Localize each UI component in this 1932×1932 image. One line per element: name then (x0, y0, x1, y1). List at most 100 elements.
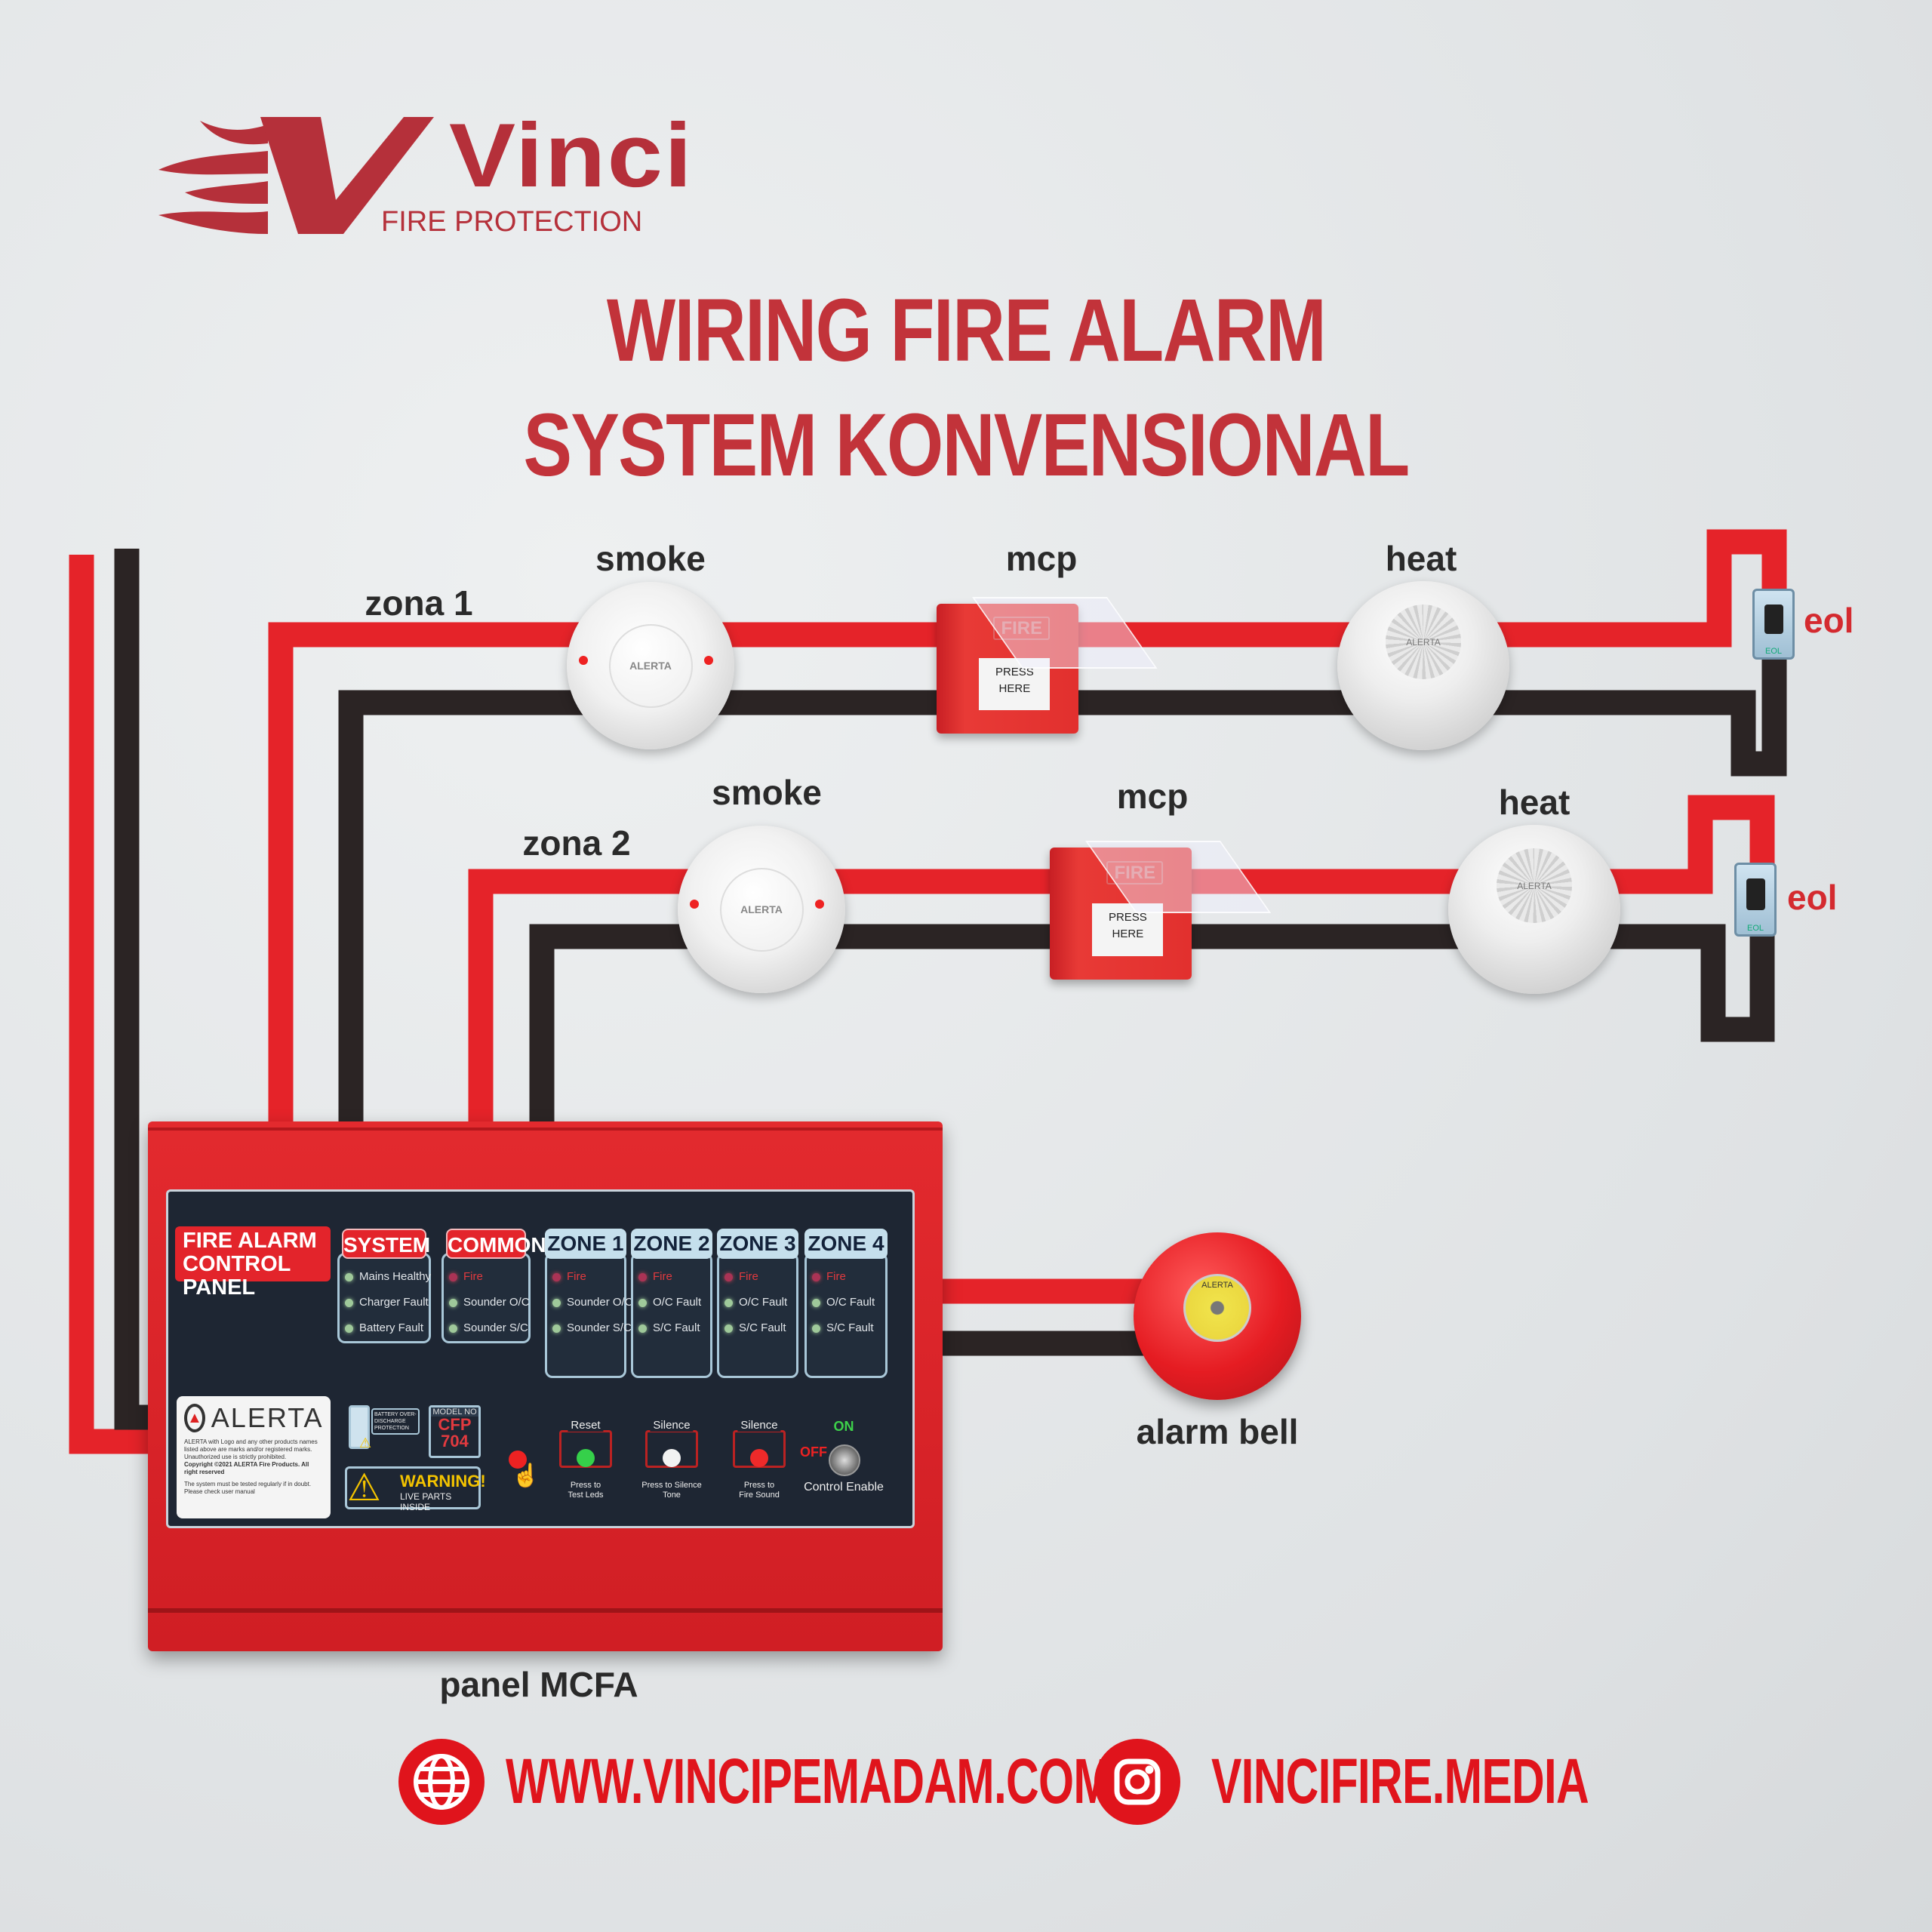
alerta-logo-icon: ▲ (184, 1404, 205, 1432)
indicator-led: Fire (552, 1270, 586, 1283)
indicator-label: O/C Fault (826, 1296, 875, 1309)
legal-text-2: Copyright ©2021 ALERTA Fire Products. Al… (184, 1461, 309, 1475)
led-icon (638, 1298, 647, 1307)
smoke-brand: ALERTA (719, 867, 804, 952)
smoke-detector: ALERTA (567, 582, 734, 749)
panel-button[interactable] (750, 1449, 768, 1467)
indicator-led: Fire (449, 1270, 483, 1283)
globe-icon[interactable] (398, 1739, 485, 1825)
mcp2-label: mcp (1116, 777, 1189, 816)
caution-icon: ⚠ (359, 1435, 372, 1451)
indicator-label: Charger Fault (359, 1296, 429, 1309)
indicator-label: Sounder S/C (463, 1321, 528, 1334)
indicator-led: Fire (724, 1270, 758, 1283)
heat-brand: ALERTA (1496, 848, 1573, 923)
bell-plate: ALERTA (1183, 1274, 1251, 1342)
led-icon (552, 1298, 561, 1307)
zona2-label: zona 2 (522, 823, 631, 863)
indicator-led: Charger Fault (345, 1296, 429, 1309)
indicator-led: Mains Healthy (345, 1270, 431, 1283)
control-enable-label: Control Enable (804, 1481, 884, 1494)
battery-protection-label: BATTERY OVER-DISCHARGE PROTECTION ⚠ (349, 1405, 421, 1454)
heat-detector: ALERTA (1448, 825, 1620, 994)
indicator-label: Fire (739, 1270, 758, 1283)
led-icon (812, 1298, 820, 1307)
led-icon (449, 1298, 457, 1307)
column-header: ZONE 1 (545, 1229, 626, 1259)
instagram-link[interactable]: VINCIFIRE.MEDIA (1211, 1746, 1589, 1817)
eol-resistor: EOL (1734, 863, 1777, 937)
alerta-brand: ALERTA (211, 1402, 324, 1433)
indicator-label: Fire (653, 1270, 672, 1283)
led-icon (638, 1324, 647, 1333)
indicator-led: S/C Fault (638, 1321, 700, 1334)
indicator-led: Sounder O/C (449, 1296, 530, 1309)
smoke-brand: ALERTA (608, 623, 693, 708)
indicator-led: O/C Fault (724, 1296, 787, 1309)
indicator-led: Battery Fault (345, 1321, 423, 1334)
heat2-label: heat (1498, 783, 1571, 822)
battery-icon (349, 1405, 370, 1449)
eol-tag: EOL (1764, 647, 1782, 656)
panel-button[interactable] (663, 1449, 681, 1467)
led-icon (812, 1272, 820, 1281)
mcp-fire-text: FIRE (1106, 860, 1164, 884)
wire-zona1-negative (338, 657, 1787, 1124)
control-enable-key-switch[interactable] (829, 1444, 860, 1476)
indicator-label: O/C Fault (739, 1296, 788, 1309)
indicator-led: S/C Fault (724, 1321, 786, 1334)
button-hint-line2: Fire Sound (739, 1491, 780, 1500)
led-icon (345, 1298, 353, 1307)
logo-brand: Vinci (449, 105, 694, 206)
indicator-label: Mains Healthy (359, 1270, 432, 1283)
led-icon (552, 1324, 561, 1333)
button-label: Reset (568, 1419, 604, 1432)
led-icon (449, 1272, 457, 1281)
led-icon (638, 1272, 647, 1281)
panel-button[interactable] (577, 1449, 595, 1467)
button-hint-line2: Test Leds (568, 1491, 604, 1500)
led-icon (812, 1324, 820, 1333)
heat-brand: ALERTA (1385, 605, 1462, 679)
mcp-press-text: PRESS (995, 666, 1034, 679)
alarm-bell-label: alarm bell (1136, 1412, 1299, 1451)
press-hand-icon (509, 1451, 527, 1469)
indicator-label: Fire (463, 1270, 483, 1283)
warning-subtext: LIVE PARTS INSIDE (400, 1491, 452, 1512)
mcp1-label: mcp (1005, 539, 1078, 578)
indicator-label: O/C Fault (653, 1296, 702, 1309)
alerta-info-label: ▲ ALERTA ALERTA with Logo and any other … (177, 1396, 331, 1518)
heat-detector: ALERTA (1337, 581, 1509, 750)
panel-title: FIRE ALARM CONTROL PANEL (175, 1226, 331, 1300)
led-icon (724, 1324, 733, 1333)
vinci-logo: Vinci FIRE PROTECTION (155, 105, 692, 238)
bell-brand: ALERTA (1201, 1281, 1233, 1290)
led-icon (552, 1272, 561, 1281)
warning-text: WARNING! (400, 1472, 486, 1491)
wire-supply-positive (69, 555, 151, 1454)
title-line1: WIRING FIRE ALARM (606, 281, 1327, 380)
panel-label: panel MCFA (439, 1665, 638, 1704)
mcp-fire-text: FIRE (993, 617, 1051, 641)
instagram-icon[interactable] (1094, 1739, 1180, 1825)
panel-title-line1: FIRE ALARM (183, 1229, 317, 1253)
wire-supply-negative (114, 549, 151, 1430)
indicator-label: Sounder O/C (567, 1296, 633, 1309)
wire-zona2-negative (529, 924, 1775, 1124)
flame-v-icon (158, 117, 434, 234)
indicator-label: Fire (567, 1270, 586, 1283)
column-header: ZONE 4 (804, 1229, 888, 1259)
model-number: MODEL NO CFP 704 (429, 1405, 481, 1458)
column-header: ZONE 3 (717, 1229, 798, 1259)
led-icon (345, 1272, 353, 1281)
website-link[interactable]: WWW.VINCIPEMADAM.COM (506, 1746, 1112, 1817)
wire-zona2-positive (468, 795, 1775, 1124)
indicator-led: Sounder O/C (552, 1296, 633, 1309)
indicator-led: S/C Fault (812, 1321, 874, 1334)
heat1-label: heat (1385, 539, 1457, 578)
battery-text: BATTERY OVER-DISCHARGE PROTECTION (371, 1408, 420, 1435)
eol1-label: eol (1804, 601, 1854, 640)
